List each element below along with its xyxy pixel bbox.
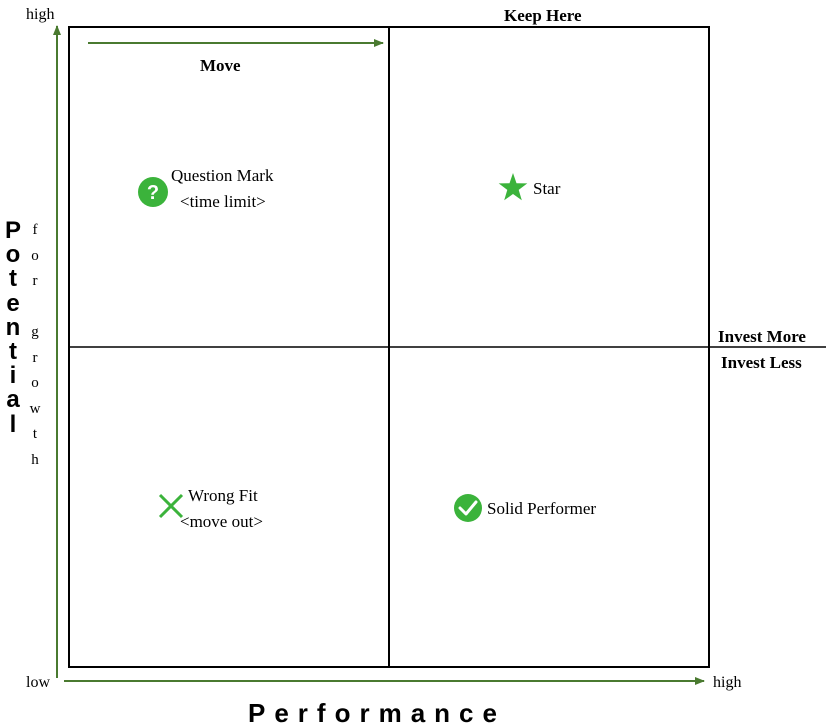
axis-title-letter: P bbox=[4, 217, 21, 244]
star-icon bbox=[498, 173, 528, 201]
question-mark-note: <time limit> bbox=[180, 192, 266, 211]
axis-title-letter: o bbox=[5, 241, 21, 269]
solid-performer-label: Solid Performer bbox=[487, 499, 597, 518]
axis-title-letter: o bbox=[31, 247, 39, 264]
axis-title-letter: t bbox=[32, 426, 38, 442]
axis-title-letter: f bbox=[32, 222, 38, 238]
axis-title-letter bbox=[28, 295, 42, 321]
x-icon bbox=[158, 493, 184, 519]
axis-title-letter: r bbox=[32, 273, 38, 289]
question-mark-label: Question Mark bbox=[171, 166, 274, 185]
star-label: Star bbox=[533, 179, 561, 198]
axis-title-letter: g bbox=[31, 324, 39, 340]
keep-here-label: Keep Here bbox=[504, 6, 582, 25]
invest-less-label: Invest Less bbox=[721, 353, 802, 372]
invest-more-label: Invest More bbox=[718, 327, 806, 346]
axis-title-letter: e bbox=[6, 289, 20, 317]
wrong-fit-note: <move out> bbox=[180, 512, 263, 531]
axis-title-letter: n bbox=[5, 313, 21, 341]
check-icon bbox=[454, 494, 482, 522]
x-axis-high-label: high bbox=[713, 674, 742, 691]
axis-title-letter: h bbox=[31, 451, 39, 468]
axis-title-letter: w bbox=[29, 400, 41, 417]
y-axis-high-label: high bbox=[26, 6, 55, 23]
axis-title-letter: r bbox=[32, 349, 38, 366]
axis-title-letter: l bbox=[9, 410, 17, 438]
axis-title-letter: t bbox=[9, 338, 17, 366]
wrong-fit-label: Wrong Fit bbox=[188, 486, 258, 505]
axis-title-letter: o bbox=[31, 375, 39, 391]
axis-title-letter: i bbox=[9, 362, 17, 390]
y-axis-low-label: low bbox=[26, 674, 50, 691]
axis-title-letter: a bbox=[6, 386, 20, 414]
svg-text:?: ? bbox=[147, 182, 159, 204]
axis-title-letter: t bbox=[9, 265, 17, 293]
x-axis-title: Performance bbox=[248, 698, 506, 728]
question-icon: ? bbox=[138, 177, 168, 207]
move-label: Move bbox=[200, 56, 241, 75]
